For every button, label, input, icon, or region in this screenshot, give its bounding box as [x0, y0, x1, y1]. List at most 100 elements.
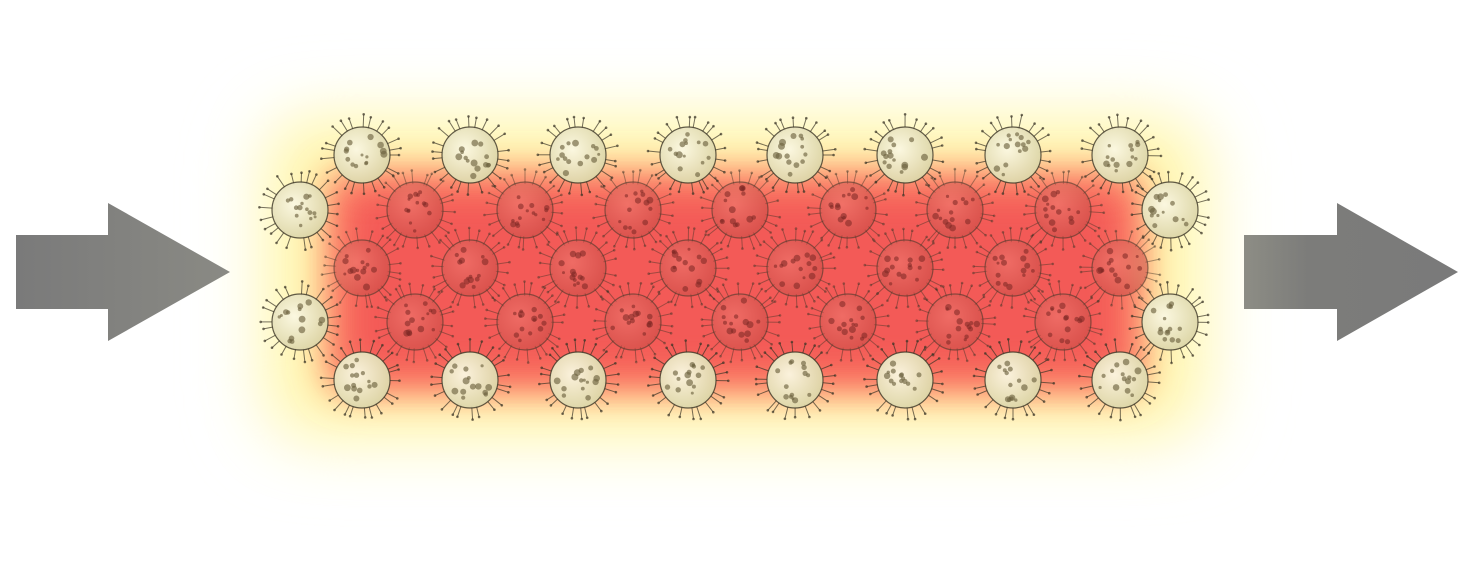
virus-spike-tip [755, 382, 758, 386]
virus-spike-tip [499, 177, 502, 180]
virus-spike-tip [885, 213, 888, 216]
virus-dimple [478, 141, 484, 147]
virus-spike-tip [884, 198, 887, 201]
virus-dimple [342, 258, 349, 265]
virus-spike-tip [321, 385, 325, 388]
virus-spike-tip [1131, 202, 1134, 205]
virus-spike-tip [606, 290, 610, 294]
virus-dimple [627, 207, 632, 213]
virus-spike-tip [430, 254, 433, 258]
virus-dimple [1131, 377, 1137, 382]
virus-spike-tip [614, 274, 617, 277]
virus-dimple [415, 200, 420, 205]
virus-dimple [646, 196, 654, 204]
virus-dimple [1114, 276, 1122, 284]
virus-dimple [455, 153, 463, 161]
virus-spike-tip [764, 127, 768, 131]
virus-dimple [899, 372, 904, 378]
virus-dimple [1048, 219, 1056, 226]
virus-spike-tip [593, 319, 597, 323]
virus-dimple [789, 359, 795, 364]
virus-dimple [801, 360, 806, 366]
virus-dimple [802, 276, 806, 280]
virus-dimple [1166, 303, 1172, 309]
virus-spike-tip [381, 343, 384, 347]
virus-dimple [1046, 311, 1051, 317]
virus-spike-tip [925, 298, 929, 302]
virus-spike-tip [982, 183, 986, 186]
virus-spike-tip [1109, 415, 1113, 419]
virus-spike-tip [871, 357, 875, 361]
virus-dimple [513, 311, 517, 316]
virus-spike-tip [497, 124, 500, 127]
virus-dimple [558, 260, 565, 267]
virus-spike-tip [869, 137, 873, 141]
virus-particle-icon [974, 113, 1052, 196]
virus-spike-tip [616, 144, 619, 148]
virus-spike-tip [818, 409, 822, 412]
virus-dimple [1016, 378, 1022, 383]
virus-spike-tip [771, 410, 775, 414]
virus-dimple [793, 282, 801, 290]
virus-spike-tip [833, 374, 837, 377]
virus-spike-tip [1042, 400, 1046, 403]
virus-spike-tip [502, 246, 506, 249]
virus-spike-tip [1074, 359, 1077, 362]
virus-spike-tip [972, 374, 976, 378]
virus-particle-icon [806, 170, 888, 250]
virus-dimple [371, 266, 377, 273]
virus-dimple [580, 386, 585, 391]
virus-dimple [696, 254, 702, 260]
virus-spike-tip [557, 300, 560, 304]
virus-spike-tip [710, 347, 713, 351]
virus-spike-tip [915, 201, 918, 204]
virus-spike-tip [307, 284, 310, 288]
virus-dimple [899, 170, 904, 174]
virus-spike-tip [778, 320, 781, 324]
virus-dimple [300, 201, 304, 206]
virus-spike-tip [1029, 185, 1033, 189]
virus-spike-tip [775, 224, 778, 227]
virus-dimple [531, 306, 537, 313]
virus-spike-tip [707, 233, 710, 237]
virus-spike-tip [258, 206, 261, 209]
virus-spike-tip [478, 229, 481, 232]
virus-spike-tip [539, 357, 542, 360]
virus-spike-tip [803, 229, 807, 233]
virus-spike-tip [483, 213, 486, 217]
virus-spike-tip [1083, 363, 1086, 367]
virus-spike-tip [723, 146, 727, 150]
virus-spike-tip [595, 231, 598, 234]
virus-spike-tip [1159, 358, 1162, 361]
virus-dimple [839, 301, 846, 308]
virus-spike-tip [1048, 149, 1052, 153]
virus-spike-tip [724, 278, 728, 281]
virus-spike-tip [497, 241, 501, 245]
virus-spike-tip [376, 203, 379, 207]
virus-spike-tip [719, 355, 722, 358]
virus-spike-tip [820, 351, 823, 354]
virus-spike-tip [484, 324, 487, 328]
virus-spike-tip [1148, 174, 1152, 178]
virus-spike-tip [338, 314, 342, 318]
virus-dimple [779, 281, 786, 287]
virus-dimple [481, 258, 489, 266]
virus-spike-tip [421, 284, 425, 287]
virus-spike-tip [1041, 127, 1045, 130]
virus-spike-tip [699, 417, 703, 421]
virus-dimple [1031, 269, 1035, 273]
virus-dimple [1064, 326, 1071, 333]
virus-spike-tip [380, 411, 383, 415]
virus-spike-tip [882, 121, 885, 124]
virus-spike-tip [595, 307, 598, 311]
virus-spike-tip [673, 303, 677, 307]
virus-dimple [800, 144, 805, 149]
virus-spike-tip [543, 286, 547, 290]
virus-dimple [588, 365, 594, 371]
virus-dimple [851, 322, 855, 327]
virus-dimple [355, 268, 360, 273]
virus-spike-tip [642, 358, 646, 362]
virus-spike-tip [699, 196, 703, 199]
virus-spike-tip [1151, 242, 1154, 246]
virus-dimple [1183, 221, 1189, 227]
